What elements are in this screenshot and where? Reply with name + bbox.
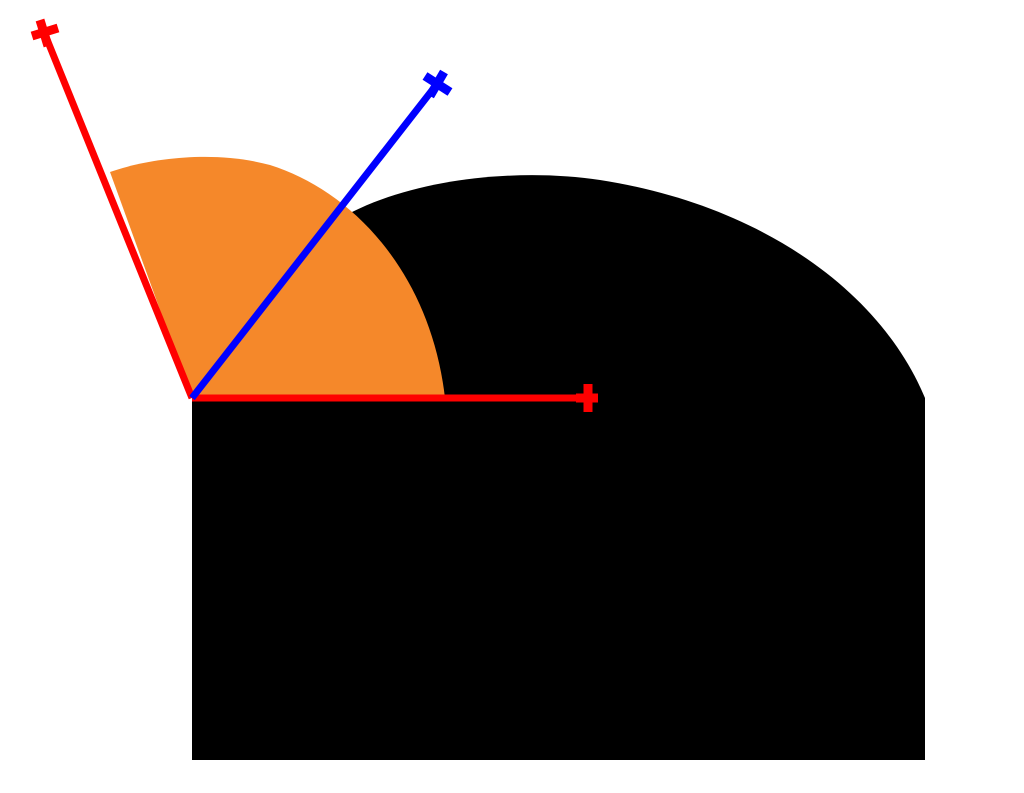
red-tilted-arrow-line <box>40 30 196 400</box>
red-horizontal-arrow <box>192 384 598 412</box>
red-tilted-arrow-tick-cross <box>35 18 53 48</box>
red-tilted-arrow <box>30 18 196 400</box>
blue-bisector-arrow-line <box>189 81 440 401</box>
blue-bisector-arrow <box>189 69 453 401</box>
orange-sector <box>110 156 445 398</box>
blue-bisector-arrow-tick-cross <box>426 69 448 99</box>
